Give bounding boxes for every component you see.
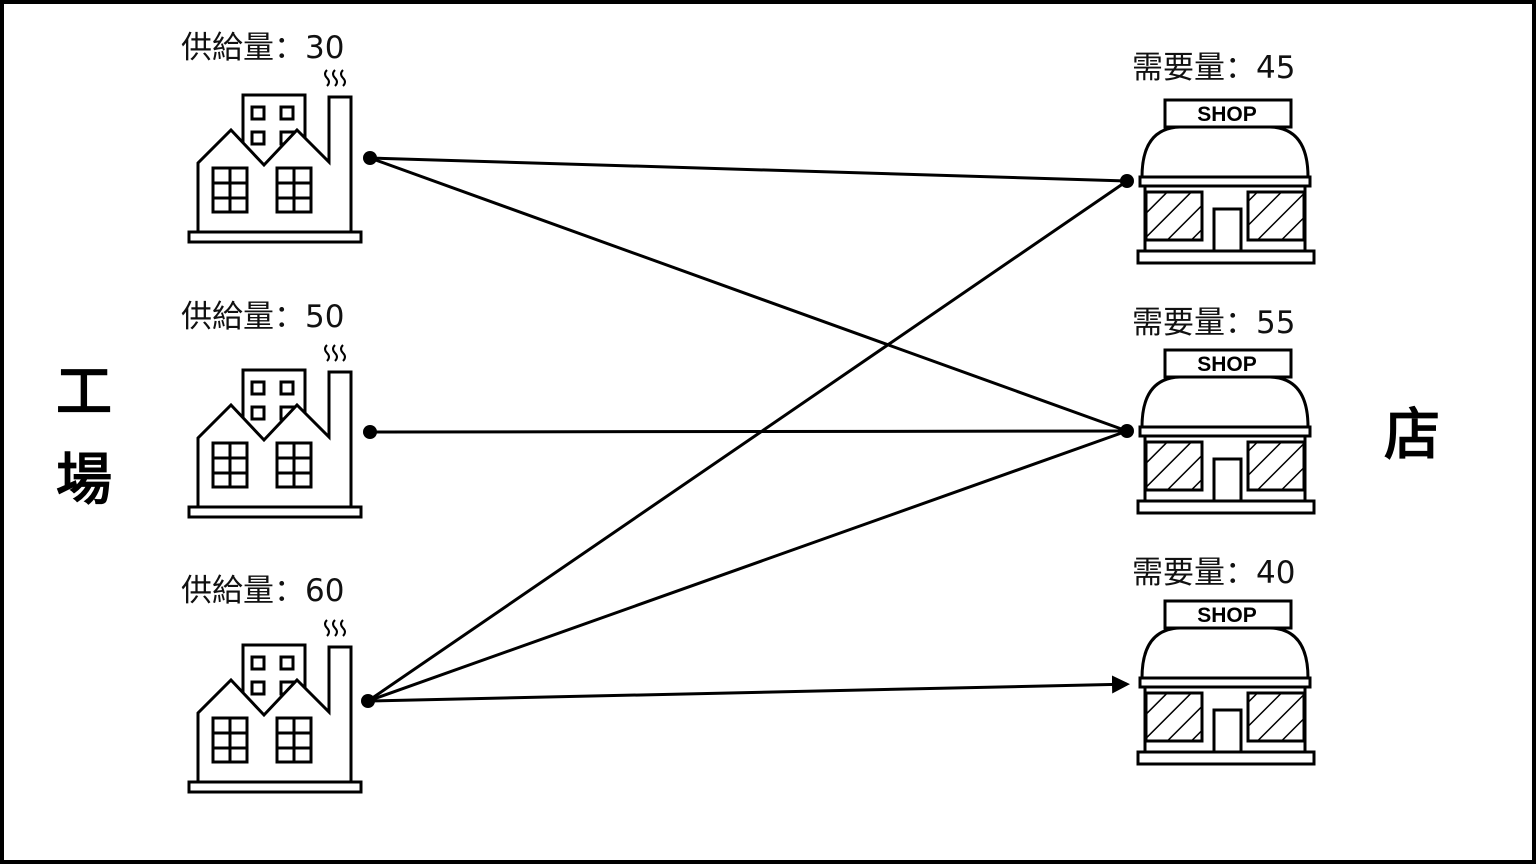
node-dot-s2 [1120, 424, 1134, 438]
shop-1-demand-label: 需要量：45 [1132, 50, 1296, 86]
node-dot-s1 [1120, 174, 1134, 188]
factory-1-supply-label: 供給量：30 [181, 30, 345, 66]
shop-3-demand-label: 需要量：40 [1132, 555, 1296, 591]
factory-1-icon [187, 68, 363, 244]
factory-2-icon [187, 343, 363, 519]
shop-2-sign-text: SHOP [1197, 353, 1257, 376]
dots-layer [361, 151, 1134, 708]
node-dot-f3 [361, 694, 375, 708]
node-dot-f2 [363, 425, 377, 439]
edges-layer [367, 156, 1131, 703]
shop-2-demand-label: 需要量：55 [1132, 305, 1296, 341]
edge-f3-s1 [367, 179, 1128, 703]
edge-f1-s1 [369, 156, 1128, 183]
factory-side-title-1: 工 [56, 360, 112, 425]
node-dot-f1 [363, 151, 377, 165]
edge-f3-s3 [367, 675, 1131, 703]
edge-f2-s2 [369, 429, 1128, 434]
shop-1-sign-text: SHOP [1197, 103, 1257, 126]
edge-f3-s2 [367, 429, 1128, 703]
factory-3-icon [187, 618, 363, 794]
edge-f1-s2 [369, 156, 1128, 433]
shop-side-title: 店 [1384, 403, 1440, 468]
shop-3-sign-text: SHOP [1197, 604, 1257, 627]
factory-side-title-2: 場 [56, 448, 112, 513]
factory-2-supply-label: 供給量：50 [181, 299, 345, 335]
factory-3-supply-label: 供給量：60 [181, 573, 345, 609]
